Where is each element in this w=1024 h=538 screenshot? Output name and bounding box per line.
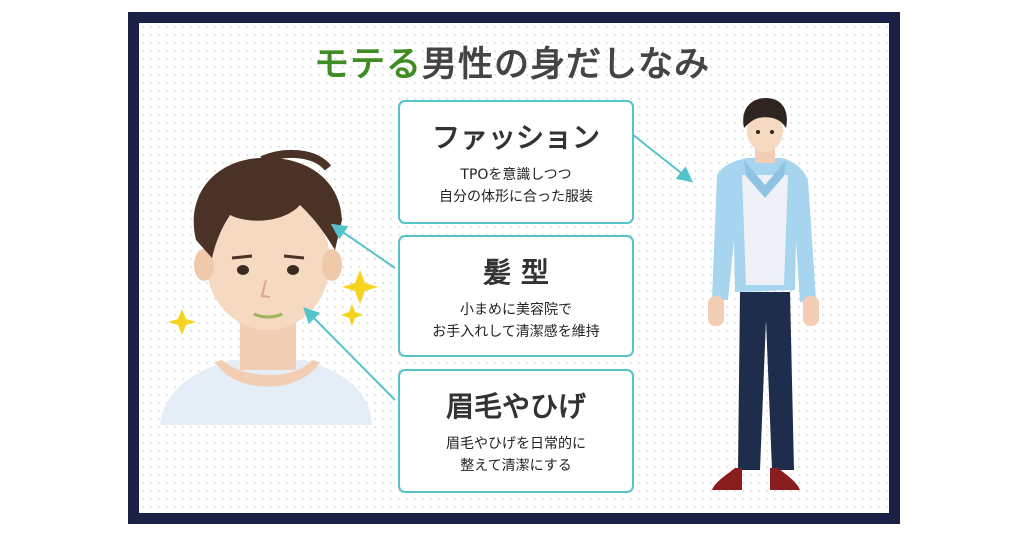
standing-man-illustration <box>708 98 819 490</box>
title-rest: 男性の身だしなみ <box>422 45 711 85</box>
fashion-line-2: 自分の体形に合った服装 <box>439 189 593 205</box>
page-title: モテる男性の身だしなみ <box>0 36 1024 87</box>
eyebrows-beard-heading: 眉毛やひげ <box>445 390 586 423</box>
hairstyle-heading: 髪 型 <box>483 256 549 289</box>
sparkle-icons <box>168 270 378 335</box>
hairstyle-line-1: 小まめに美容院で <box>460 302 572 318</box>
eyebrows-beard-box: 眉毛やひげ 眉毛やひげを日常的に 整えて清潔にする <box>398 369 634 493</box>
eyebrows-beard-line-2: 整えて清潔にする <box>460 458 572 474</box>
arrow-to-beard <box>303 307 396 401</box>
fashion-heading: ファッション <box>431 121 600 154</box>
fashion-line-1: TPOを意識しつつ <box>460 167 572 183</box>
fashion-box: ファッション TPOを意識しつつ 自分の体形に合った服装 <box>398 100 634 224</box>
face-closeup-illustration <box>160 149 372 425</box>
hairstyle-line-2: お手入れして清潔感を維持 <box>432 324 600 340</box>
arrow-to-hair <box>330 223 396 269</box>
eyebrows-beard-line-1: 眉毛やひげを日常的に <box>446 436 586 452</box>
title-accent: モテる <box>313 45 422 85</box>
arrow-to-outfit <box>631 133 694 183</box>
hairstyle-box: 髪 型 小まめに美容院で お手入れして清潔感を維持 <box>398 235 634 357</box>
